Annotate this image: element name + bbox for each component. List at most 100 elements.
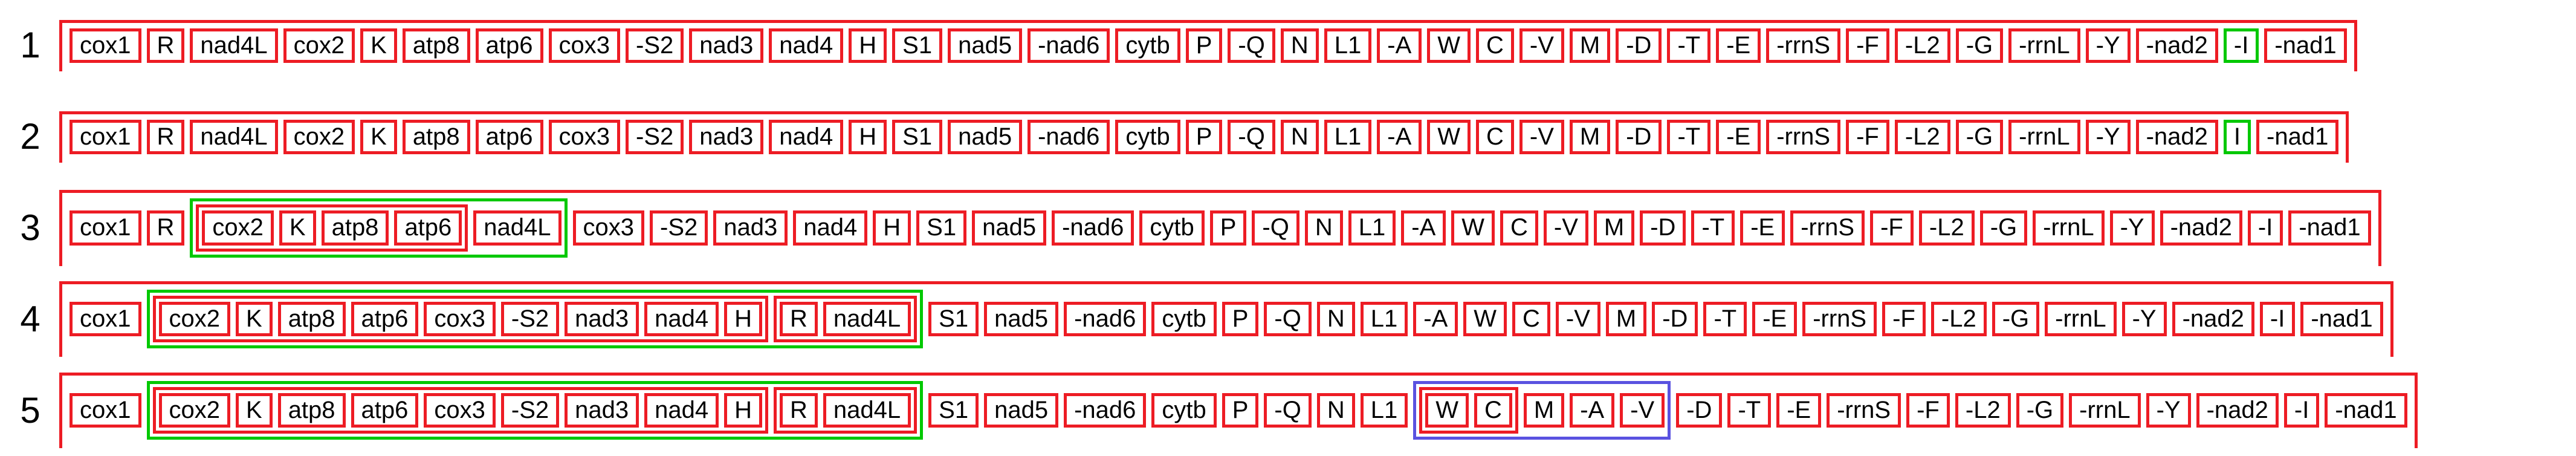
- gene-box-minus-D: -D: [1652, 302, 1698, 337]
- gene-box-N: N: [1280, 28, 1319, 63]
- gene-box-minus-S2: -S2: [650, 210, 708, 246]
- gene-box-minus-T: -T: [1667, 28, 1711, 63]
- gene-box-minus-F: -F: [1846, 119, 1889, 154]
- gene-box-minus-G: -G: [2016, 392, 2064, 428]
- gene-box-minus-L2: -L2: [1918, 210, 1975, 246]
- gene-box-minus-Y: -Y: [2121, 302, 2167, 337]
- gene-box-N: N: [1316, 392, 1355, 428]
- gene-box-minus-I: -I: [2259, 302, 2296, 337]
- gene-box-atp8: atp8: [402, 119, 470, 154]
- gene-box-minus-G: -G: [1955, 28, 2004, 63]
- gene-box-minus-Y: -Y: [2109, 210, 2155, 246]
- gene-box-minus-V: -V: [1519, 28, 1564, 63]
- gene-box-minus-nad2: -nad2: [2160, 210, 2242, 246]
- gene-box-minus-Y: -Y: [2085, 119, 2131, 154]
- row-label-3: 3: [20, 207, 40, 248]
- gene-box-atp6: atp6: [475, 119, 543, 154]
- gene-box-minus-L2: -L2: [1894, 28, 1950, 63]
- gene-box-minus-D: -D: [1640, 210, 1686, 246]
- gene-box-cox3: cox3: [424, 302, 496, 337]
- gene-box-K: K: [279, 210, 316, 246]
- gene-box-nad4L: nad4L: [823, 302, 911, 337]
- gene-box-cox3: cox3: [548, 28, 621, 63]
- row-label-2: 2: [20, 116, 40, 157]
- gene-box-H: H: [849, 119, 887, 154]
- gene-box-P: P: [1222, 392, 1259, 428]
- gene-box-cox2: cox2: [202, 210, 274, 246]
- gene-box-nad3: nad3: [565, 392, 639, 428]
- gene-box-L1: L1: [1324, 28, 1372, 63]
- gene-box-cox2: cox2: [158, 302, 230, 337]
- gene-box-minus-F: -F: [1846, 28, 1889, 63]
- gene-box-atp6: atp6: [351, 302, 419, 337]
- gene-box-minus-A: -A: [1377, 119, 1422, 154]
- gene-box-minus-S2: -S2: [500, 392, 560, 428]
- gene-box-minus-I: -I: [2223, 28, 2259, 63]
- gene-box-atp6: atp6: [351, 392, 419, 428]
- gene-box-atp8: atp8: [277, 392, 346, 428]
- gene-box-N: N: [1280, 119, 1319, 154]
- gene-box-cox3: cox3: [424, 392, 496, 428]
- gene-box-L1: L1: [1360, 302, 1408, 337]
- gene-box-minus-nad6: -nad6: [1027, 119, 1110, 154]
- gene-box-atp6: atp6: [475, 28, 543, 63]
- gene-box-minus-Y: -Y: [2085, 28, 2131, 63]
- gene-box-minus-nad1: -nad1: [2300, 302, 2383, 337]
- gene-box-S1: S1: [916, 210, 967, 246]
- gene-box-minus-nad1: -nad1: [2264, 28, 2347, 63]
- gene-box-minus-A: -A: [1413, 302, 1458, 337]
- gene-box-nad3: nad3: [565, 302, 639, 337]
- gene-box-nad4: nad4: [644, 302, 719, 337]
- gene-box-minus-D: -D: [1616, 28, 1662, 63]
- gene-box-cox3: cox3: [572, 210, 645, 246]
- gene-box-minus-Q: -Q: [1264, 302, 1312, 337]
- gene-box-M: M: [1569, 119, 1611, 154]
- gene-box-minus-D: -D: [1676, 392, 1723, 428]
- gene-box-P: P: [1185, 119, 1223, 154]
- gene-box-R: R: [780, 302, 818, 337]
- gene-box-minus-Q: -Q: [1228, 28, 1275, 63]
- gene-box-R: R: [146, 119, 185, 154]
- gene-box-minus-E: -E: [1740, 210, 1785, 246]
- gene-box-nad5: nad5: [948, 28, 1023, 63]
- gene-box-minus-T: -T: [1691, 210, 1735, 246]
- gene-box-minus-rrnL: -rrnL: [2008, 28, 2080, 63]
- gene-box-W: W: [1463, 302, 1507, 337]
- gene-box-minus-F: -F: [1870, 210, 1914, 246]
- gene-box-minus-nad1: -nad1: [2288, 210, 2371, 246]
- gene-box-minus-nad6: -nad6: [1052, 210, 1134, 246]
- gene-box-minus-F: -F: [1882, 302, 1926, 337]
- gene-box-nad4: nad4: [793, 210, 868, 246]
- gene-box-atp8: atp8: [321, 210, 389, 246]
- gene-box-L1: L1: [1324, 119, 1372, 154]
- gene-box-minus-nad6: -nad6: [1064, 302, 1147, 337]
- gene-box-minus-Y: -Y: [2146, 392, 2191, 428]
- gene-box-minus-S2: -S2: [500, 302, 560, 337]
- gene-box-M: M: [1605, 302, 1647, 337]
- gene-box-minus-nad2: -nad2: [2135, 119, 2218, 154]
- gene-box-cox1: cox1: [70, 392, 141, 428]
- gene-box-cox1: cox1: [70, 302, 141, 337]
- gene-box-S1: S1: [928, 392, 979, 428]
- gene-box-minus-D: -D: [1616, 119, 1662, 154]
- gene-box-R: R: [146, 210, 185, 246]
- row-label-4: 4: [20, 298, 40, 339]
- gene-box-C: C: [1476, 28, 1514, 63]
- gene-box-cox2: cox2: [283, 119, 355, 154]
- gene-box-C: C: [1476, 119, 1514, 154]
- gene-box-C: C: [1512, 302, 1550, 337]
- gene-box-S1: S1: [892, 119, 943, 154]
- gene-box-minus-Q: -Q: [1264, 392, 1312, 428]
- gene-box-minus-nad6: -nad6: [1064, 392, 1147, 428]
- gene-box-nad3: nad3: [689, 28, 764, 63]
- gene-box-atp8: atp8: [402, 28, 470, 63]
